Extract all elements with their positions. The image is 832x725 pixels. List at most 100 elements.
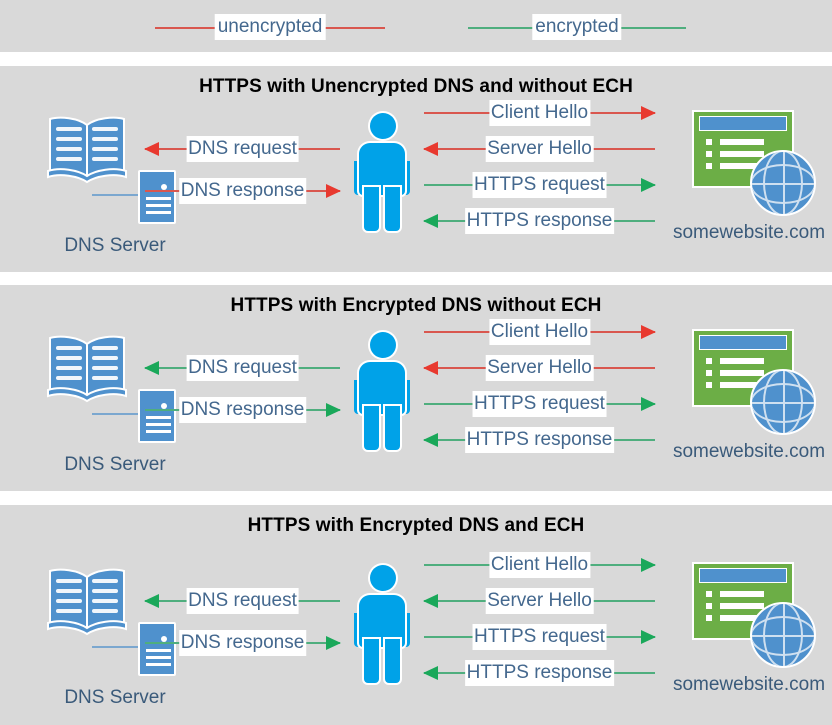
globe-icon bbox=[750, 150, 816, 216]
browser-window-icon bbox=[692, 562, 794, 640]
dns-server-node: DNS Server bbox=[30, 334, 200, 484]
dns-book-icon bbox=[44, 115, 130, 187]
dns-book-icon bbox=[44, 334, 130, 406]
dns-server-node: DNS Server bbox=[30, 567, 200, 717]
flow-dns-request: DNS request bbox=[144, 136, 340, 162]
arrow-head-icon bbox=[326, 184, 341, 198]
arrow-head-icon bbox=[423, 666, 438, 680]
flow-label: DNS response bbox=[178, 178, 307, 204]
arrow-head-icon bbox=[144, 594, 159, 608]
flow-label: DNS request bbox=[186, 355, 299, 381]
legend-label-encrypted: encrypted bbox=[532, 14, 622, 40]
flow-label: HTTPS response bbox=[464, 208, 615, 234]
dns-server-icon bbox=[138, 622, 176, 676]
user-icon bbox=[351, 332, 413, 452]
flow-https-request: HTTPS request bbox=[424, 624, 656, 650]
arrow-head-icon bbox=[641, 325, 656, 339]
dns-server-label: DNS Server bbox=[64, 235, 166, 256]
arrow-head-icon bbox=[423, 361, 438, 375]
flow-client-hello: Client Hello bbox=[424, 319, 656, 345]
dns-server-icon bbox=[138, 170, 176, 224]
dns-connector-line bbox=[92, 646, 140, 648]
title-bar bbox=[699, 116, 787, 131]
flow-label: Client Hello bbox=[488, 552, 591, 578]
flow-dns-response: DNS response bbox=[145, 630, 341, 656]
flow-label: DNS request bbox=[186, 588, 299, 614]
scenario-panel-3: HTTPS with Encrypted DNS and ECH DNS Ser… bbox=[0, 505, 832, 725]
flow-label: HTTPS response bbox=[464, 660, 615, 686]
panel-title: HTTPS with Encrypted DNS without ECH bbox=[230, 295, 602, 316]
legend-item-unencrypted: unencrypted bbox=[155, 14, 385, 40]
panel-title: HTTPS with Unencrypted DNS and without E… bbox=[199, 76, 633, 97]
flow-server-hello: Server Hello bbox=[423, 588, 655, 614]
flow-https-response: HTTPS response bbox=[423, 427, 655, 453]
flow-https-response: HTTPS response bbox=[423, 660, 655, 686]
gear-icon bbox=[161, 403, 167, 409]
browser-window-icon bbox=[692, 329, 794, 407]
website-label: somewebsite.com bbox=[672, 441, 826, 462]
flow-label: Server Hello bbox=[485, 355, 594, 381]
flow-https-response: HTTPS response bbox=[423, 208, 655, 234]
dns-book-icon bbox=[44, 567, 130, 639]
dns-server-node: DNS Server bbox=[30, 115, 200, 265]
flow-dns-response: DNS response bbox=[145, 397, 341, 423]
flow-label: Client Hello bbox=[488, 100, 591, 126]
website-node: somewebsite.com bbox=[673, 562, 825, 712]
dns-connector-line bbox=[92, 413, 140, 415]
gear-icon bbox=[161, 184, 167, 190]
flow-label: Server Hello bbox=[485, 136, 594, 162]
globe-icon bbox=[750, 369, 816, 435]
panel-title: HTTPS with Encrypted DNS and ECH bbox=[247, 515, 585, 536]
dns-server-label: DNS Server bbox=[64, 687, 166, 708]
flow-label: HTTPS request bbox=[472, 624, 607, 650]
flow-client-hello: Client Hello bbox=[424, 100, 656, 126]
flow-label: DNS request bbox=[186, 136, 299, 162]
arrow-head-icon bbox=[423, 594, 438, 608]
legend-label-unencrypted: unencrypted bbox=[214, 14, 326, 40]
flow-server-hello: Server Hello bbox=[423, 355, 655, 381]
flow-label: HTTPS request bbox=[472, 172, 607, 198]
arrow-head-icon bbox=[144, 142, 159, 156]
title-bar bbox=[699, 335, 787, 350]
flow-dns-response: DNS response bbox=[145, 178, 341, 204]
flow-client-hello: Client Hello bbox=[424, 552, 656, 578]
legend-item-encrypted: encrypted bbox=[468, 14, 686, 40]
gear-icon bbox=[161, 636, 167, 642]
title-bar bbox=[699, 568, 787, 583]
scenario-panel-2: HTTPS with Encrypted DNS without ECH DNS… bbox=[0, 285, 832, 491]
flow-https-request: HTTPS request bbox=[424, 391, 656, 417]
user-icon bbox=[351, 565, 413, 685]
flow-label: HTTPS request bbox=[472, 391, 607, 417]
website-label: somewebsite.com bbox=[672, 222, 826, 243]
arrow-head-icon bbox=[423, 433, 438, 447]
dns-connector-line bbox=[92, 194, 140, 196]
flow-label: DNS response bbox=[178, 630, 307, 656]
flow-label: HTTPS response bbox=[464, 427, 615, 453]
arrow-head-icon bbox=[423, 142, 438, 156]
arrow-head-icon bbox=[641, 630, 656, 644]
arrow-head-icon bbox=[144, 361, 159, 375]
user-icon bbox=[351, 113, 413, 233]
flow-label: Server Hello bbox=[485, 588, 594, 614]
website-node: somewebsite.com bbox=[673, 329, 825, 479]
legend-panel: unencrypted encrypted bbox=[0, 0, 832, 52]
dns-server-icon bbox=[138, 389, 176, 443]
website-node: somewebsite.com bbox=[673, 110, 825, 260]
flow-dns-request: DNS request bbox=[144, 588, 340, 614]
arrow-head-icon bbox=[326, 403, 341, 417]
globe-icon bbox=[750, 602, 816, 668]
arrow-head-icon bbox=[423, 214, 438, 228]
dns-server-label: DNS Server bbox=[64, 454, 166, 475]
website-label: somewebsite.com bbox=[672, 674, 826, 695]
arrow-head-icon bbox=[641, 397, 656, 411]
arrow-head-icon bbox=[641, 558, 656, 572]
flow-label: Client Hello bbox=[488, 319, 591, 345]
scenario-panel-1: HTTPS with Unencrypted DNS and without E… bbox=[0, 66, 832, 272]
arrow-head-icon bbox=[326, 636, 341, 650]
flow-server-hello: Server Hello bbox=[423, 136, 655, 162]
flow-label: DNS response bbox=[178, 397, 307, 423]
flow-https-request: HTTPS request bbox=[424, 172, 656, 198]
arrow-head-icon bbox=[641, 178, 656, 192]
arrow-head-icon bbox=[641, 106, 656, 120]
